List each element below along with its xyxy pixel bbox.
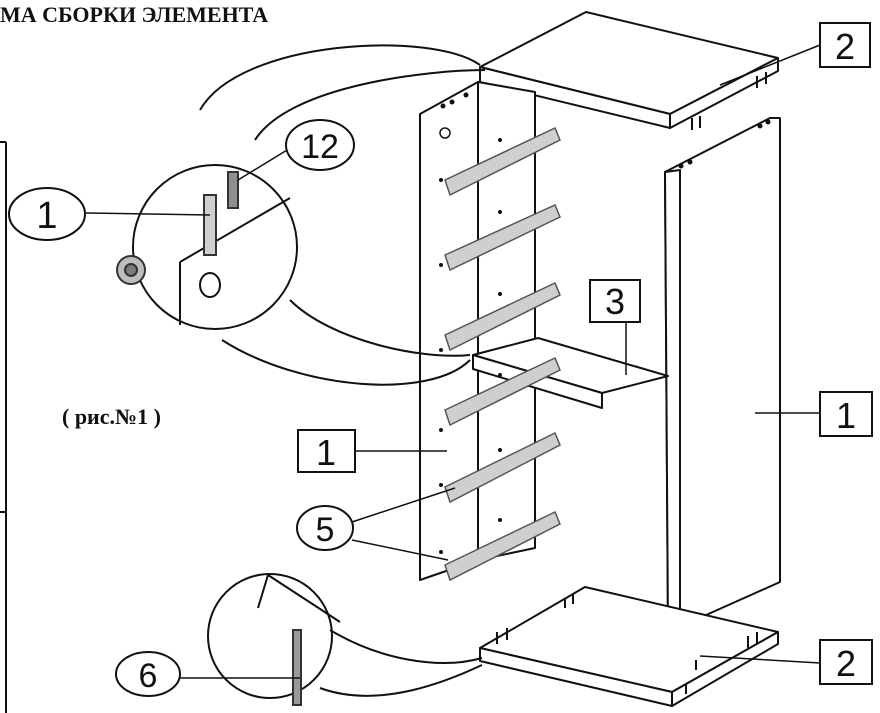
cam-lock-detail — [116, 44, 486, 386]
assembly-holes — [439, 92, 771, 554]
callout-5-circle: 5 — [296, 505, 354, 551]
svg-text:1: 1 — [836, 395, 856, 436]
right-side-panel — [664, 117, 781, 633]
callout-3-box: 3 — [589, 279, 641, 323]
svg-text:6: 6 — [139, 657, 158, 695]
cabinet — [419, 11, 781, 707]
dowel-pins — [496, 72, 767, 694]
diagram-title: МА СБОРКИ ЭЛЕМЕНТА — [0, 2, 269, 27]
figure-caption: ( рис.№1 ) — [62, 404, 161, 429]
callout-2-top-box: 2 — [819, 22, 871, 68]
svg-text:5: 5 — [316, 511, 335, 549]
callout-12-circle: 12 — [285, 119, 355, 171]
svg-text:2: 2 — [836, 643, 856, 684]
svg-text:3: 3 — [605, 281, 625, 322]
svg-text:12: 12 — [301, 128, 339, 166]
drawer-runners — [444, 126, 561, 582]
svg-text:1: 1 — [36, 195, 57, 237]
svg-text:1: 1 — [316, 432, 336, 473]
callout-6-circle: 6 — [115, 651, 181, 697]
callout-1-left-box: 1 — [297, 429, 356, 473]
callout-2-bottom-box: 2 — [819, 639, 873, 685]
leader-lines — [85, 44, 821, 679]
callout-1-circle: 1 — [8, 187, 86, 241]
screw-detail — [207, 573, 483, 706]
callout-1-right-box: 1 — [819, 391, 873, 437]
svg-text:2: 2 — [835, 26, 855, 67]
